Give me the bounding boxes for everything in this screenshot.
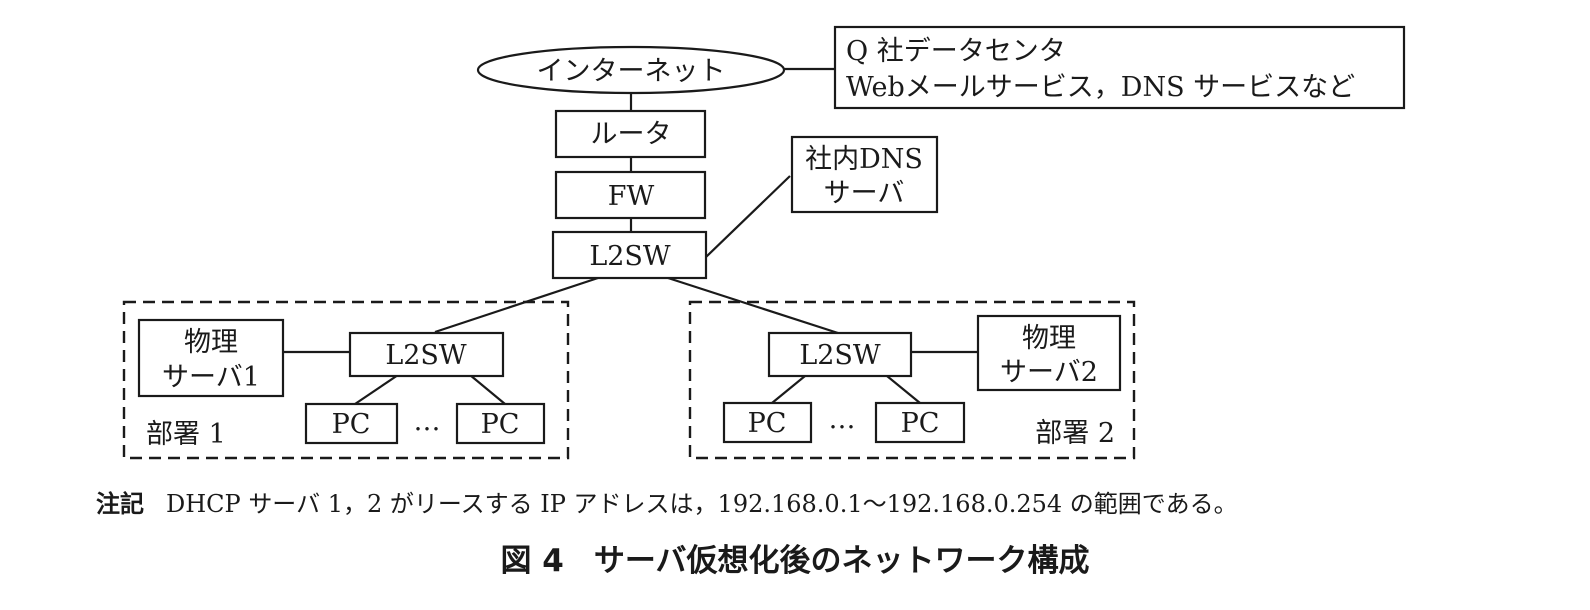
dept2-l2sw-box <box>767 331 913 378</box>
fw-label: FW <box>608 181 655 212</box>
dept2-l2sw-label: L2SW <box>799 340 881 371</box>
dept2-label: 部署 2 <box>1035 418 1115 449</box>
dept2-pc-left-box <box>722 401 813 444</box>
core-l2sw-box <box>551 230 708 280</box>
dept1-server-box <box>137 318 285 398</box>
dept1-server-line2: サーバ1 <box>162 362 260 393</box>
dept2-pc-right-box <box>874 401 966 444</box>
dept1-boundary <box>122 300 570 460</box>
dns-server-line1: 社内DNS <box>805 144 923 175</box>
fw-box <box>554 170 707 220</box>
figure-note: 注記 DHCP サーバ 1，2 がリースする IP アドレスは，192.168.0… <box>96 484 1238 519</box>
caption-number: 図 4 <box>500 543 564 579</box>
link-dept2-pc-left <box>771 375 806 404</box>
figure-caption: 図 4 サーバ仮想化後のネットワーク構成 <box>0 535 1590 580</box>
dept2-server-box <box>976 314 1122 392</box>
dept2-server-line2: サーバ2 <box>1000 357 1098 388</box>
dept1-server-line1: 物理 <box>184 327 238 358</box>
dept2-server-line1: 物理 <box>1022 323 1076 354</box>
dept1-pc-left-label: PC <box>332 409 371 440</box>
dept1-ellipsis: … <box>414 406 441 437</box>
link-dept1-pc-right <box>469 374 506 405</box>
dns-server-box <box>790 135 939 214</box>
dept1-pc-right-label: PC <box>481 409 520 440</box>
note-text: DHCP サーバ 1，2 がリースする IP アドレスは，192.168.0.1… <box>166 490 1238 518</box>
link-core-dept1 <box>434 276 599 334</box>
caption-title: サーバ仮想化後のネットワーク構成 <box>593 543 1090 579</box>
dept2-ellipsis: … <box>829 404 856 435</box>
link-dept1-pc-left <box>354 374 399 405</box>
datacenter-line1: Q 社データセンタ <box>846 36 1066 67</box>
datacenter-box <box>833 25 1406 110</box>
dept2-pc-right-label: PC <box>901 408 940 439</box>
link-l2sw-dns <box>705 175 791 258</box>
dept1-l2sw-label: L2SW <box>385 340 467 371</box>
internet-cloud <box>476 45 786 95</box>
core-l2sw-label: L2SW <box>589 241 671 272</box>
router-label: ルータ <box>591 119 672 150</box>
datacenter-line2: Webメールサービス，DNS サービスなど <box>846 72 1355 103</box>
link-dept2-pc-right <box>886 375 921 404</box>
dept1-pc-right-box <box>455 402 546 445</box>
dept2-pc-left-label: PC <box>748 408 787 439</box>
router-box <box>554 109 707 159</box>
link-core-dept2 <box>667 276 839 335</box>
dept1-label: 部署 1 <box>146 419 226 450</box>
dept1-l2sw-box <box>348 331 505 378</box>
note-tag: 注記 <box>96 490 144 518</box>
internet-label: インターネット <box>537 56 726 87</box>
dept1-pc-left-box <box>304 402 399 445</box>
dept2-boundary <box>688 300 1136 460</box>
dns-server-line2: サーバ <box>824 178 905 209</box>
